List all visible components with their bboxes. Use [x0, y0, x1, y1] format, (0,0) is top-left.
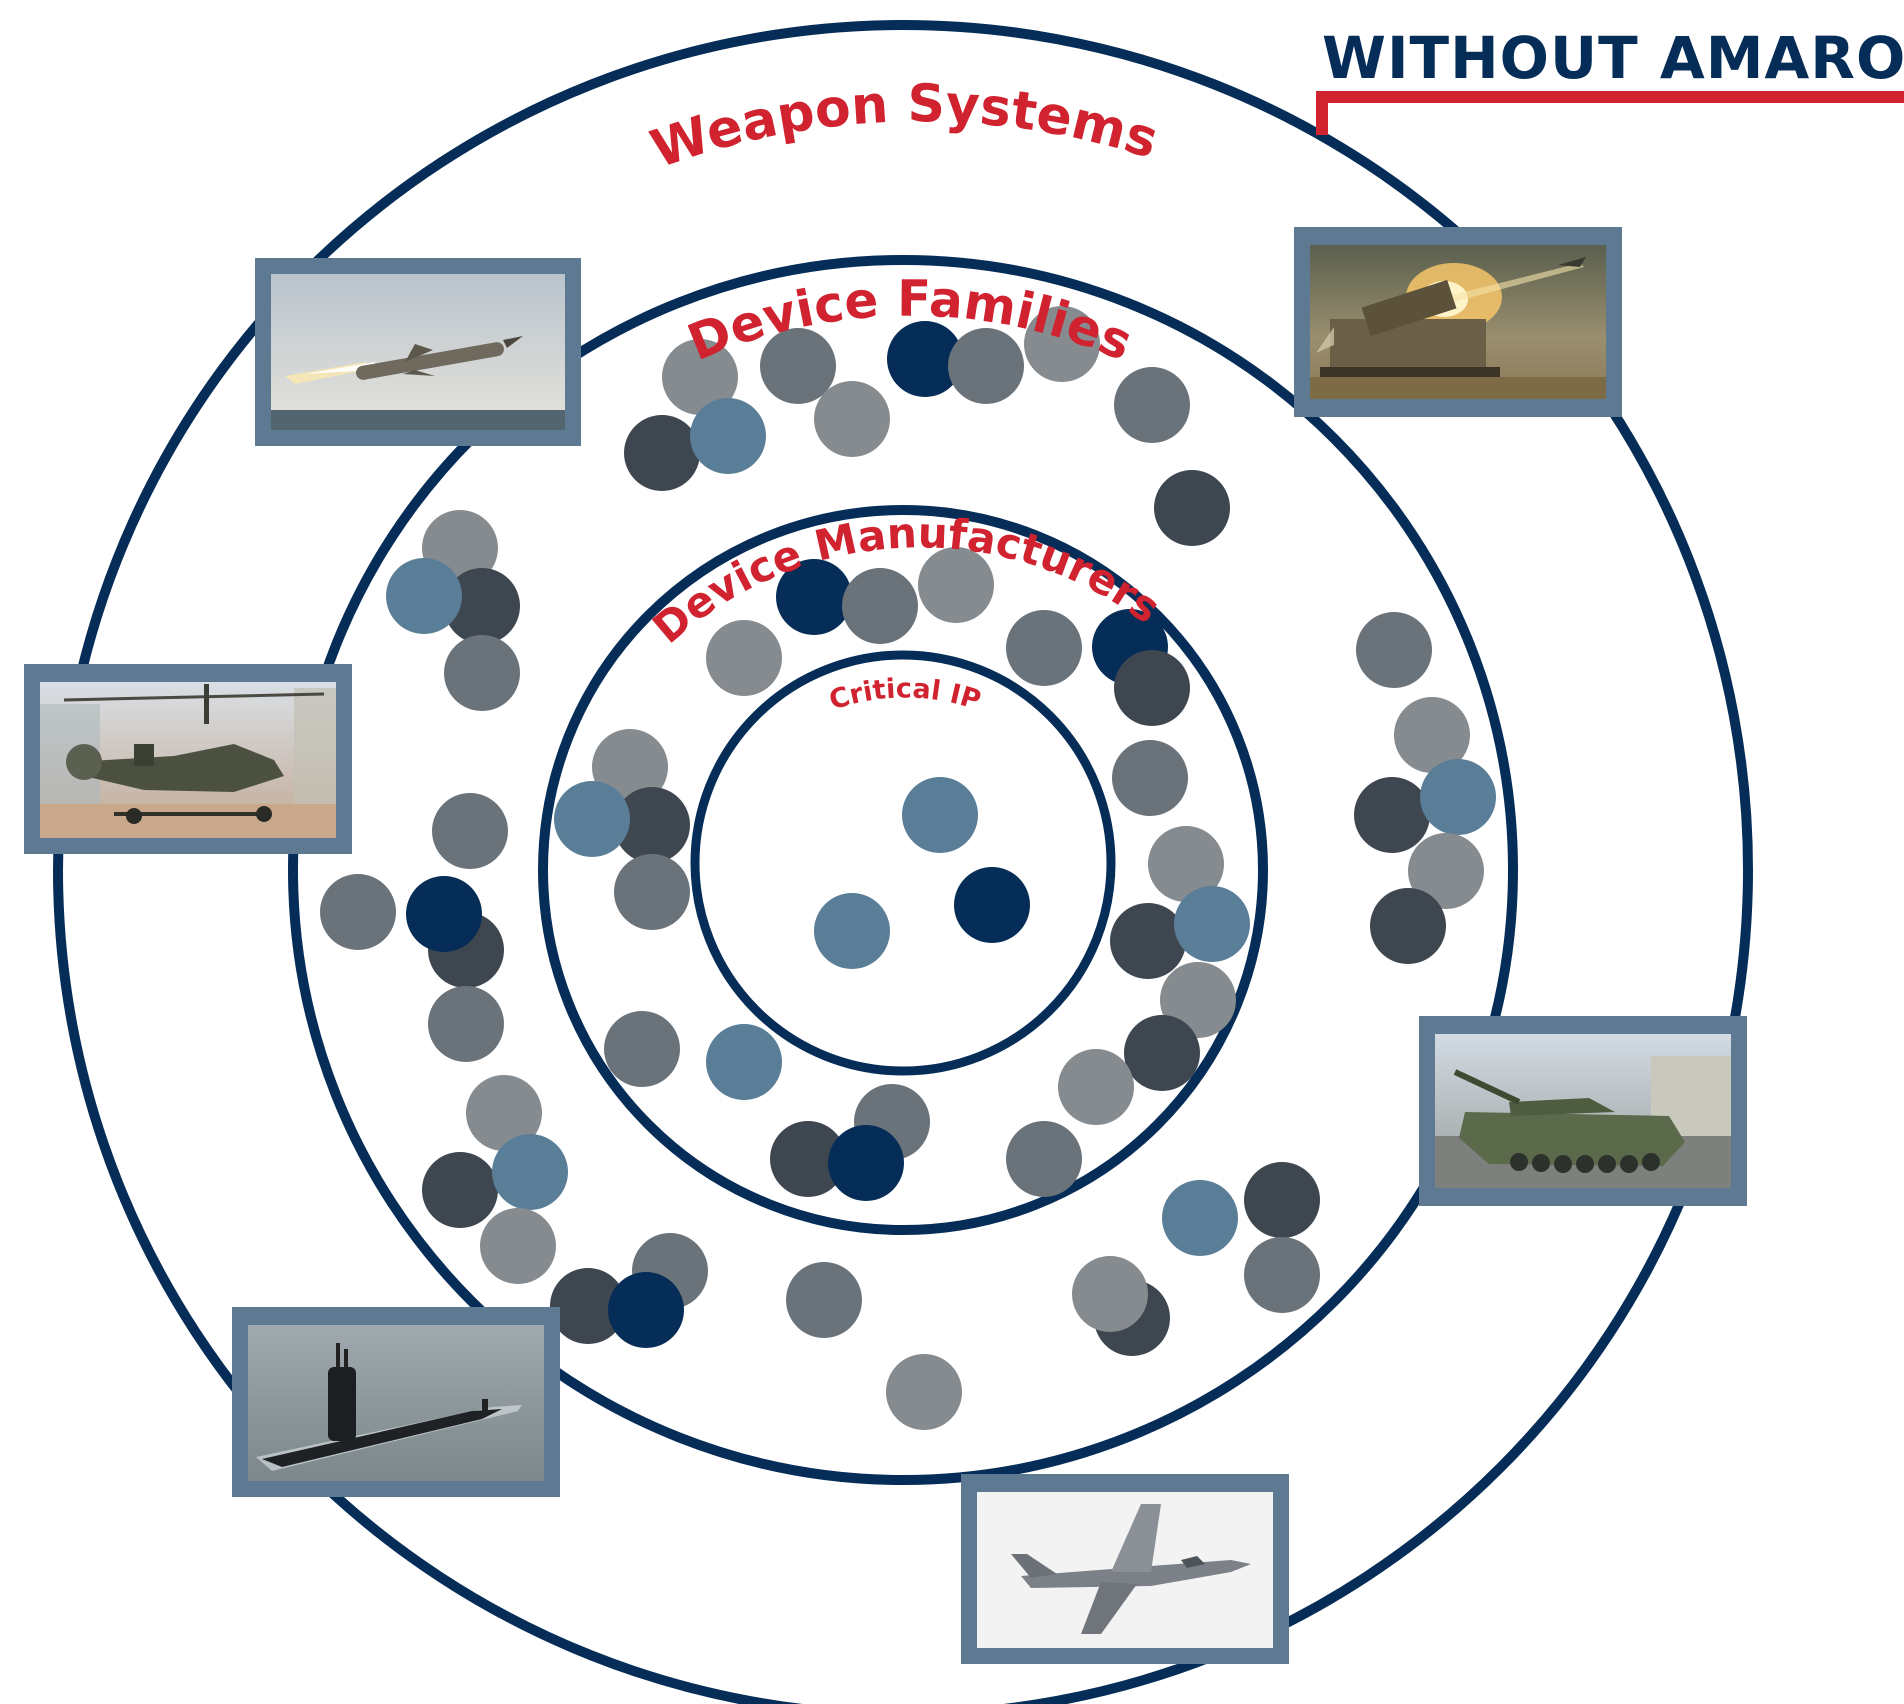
device-dot: [422, 1152, 498, 1228]
device-dot: [614, 787, 690, 863]
device-dots: [320, 306, 1496, 1430]
device-dot: [786, 1262, 862, 1338]
device-dot: [1058, 1049, 1134, 1125]
device-dot: [760, 328, 836, 404]
critical-ip-label: Critical IP: [826, 673, 985, 716]
device-dot: [406, 876, 482, 952]
device-dot: [592, 729, 668, 805]
fighter-jet-image: [961, 1474, 1289, 1664]
device-dot: [320, 874, 396, 950]
page-title: WITHOUT AMARO: [1322, 24, 1904, 92]
device-dot: [1370, 888, 1446, 964]
device-dot: [554, 781, 630, 857]
device-dot: [604, 1011, 680, 1087]
device-dot: [1024, 306, 1100, 382]
device-dot: [466, 1075, 542, 1151]
device-dot: [444, 568, 520, 644]
device-dot: [776, 559, 852, 635]
device-dot: [842, 568, 918, 644]
device-dot: [918, 547, 994, 623]
device-dot: [662, 339, 738, 415]
device-dot: [814, 381, 890, 457]
device-dot: [1174, 886, 1250, 962]
device-dot: [1154, 470, 1230, 546]
device-dot: [1112, 740, 1188, 816]
device-dot: [814, 893, 890, 969]
device-dot: [1356, 612, 1432, 688]
device-dot: [690, 398, 766, 474]
device-dot: [550, 1268, 626, 1344]
device-dot: [492, 1134, 568, 1210]
submarine-image: [232, 1307, 560, 1497]
cruise-missile-image: [255, 258, 581, 446]
ring-weapon-systems: [53, 20, 1753, 1704]
device-dot: [1408, 833, 1484, 909]
device-dot: [432, 793, 508, 869]
device-dot: [1110, 903, 1186, 979]
device-dot: [770, 1121, 846, 1197]
ring-device-families: [288, 255, 1518, 1485]
device-dot: [1006, 610, 1082, 686]
device-dot: [1354, 777, 1430, 853]
ring-critical-ip: [690, 650, 1116, 1076]
device-dot: [706, 1024, 782, 1100]
device-dot: [614, 854, 690, 930]
device-dot: [1244, 1237, 1320, 1313]
device-dot: [608, 1272, 684, 1348]
device-dot: [828, 1125, 904, 1201]
device-dot: [1148, 826, 1224, 902]
device-dot: [902, 777, 978, 853]
concentric-rings: [53, 20, 1753, 1704]
device-dot: [1006, 1121, 1082, 1197]
rocket-launcher-image: [1294, 227, 1622, 417]
device-dot: [887, 321, 963, 397]
header: WITHOUT AMARO: [1316, 24, 1904, 135]
device-dot: [1244, 1162, 1320, 1238]
device-dot: [706, 620, 782, 696]
device-dot: [886, 1354, 962, 1430]
device-dot: [1114, 650, 1190, 726]
device-dot: [428, 986, 504, 1062]
device-dot: [954, 867, 1030, 943]
device-dot: [1114, 367, 1190, 443]
device-dot: [1072, 1256, 1148, 1332]
device-dot: [1394, 697, 1470, 773]
amphibious-tank-image: [1419, 1016, 1747, 1206]
device-dot: [1420, 759, 1496, 835]
ring-device-manufacturers: [538, 505, 1268, 1235]
device-dot: [386, 558, 462, 634]
header-accent-line: [1316, 91, 1904, 135]
attack-helicopter-image: [24, 664, 352, 854]
weapon-systems-label: Weapon Systems: [644, 74, 1165, 180]
device-dot: [444, 635, 520, 711]
device-dot: [948, 328, 1024, 404]
device-dot: [1124, 1015, 1200, 1091]
device-dot: [1160, 962, 1236, 1038]
device-dot: [624, 415, 700, 491]
device-dot: [480, 1208, 556, 1284]
device-dot: [1162, 1180, 1238, 1256]
weapon-images: [24, 227, 1747, 1664]
